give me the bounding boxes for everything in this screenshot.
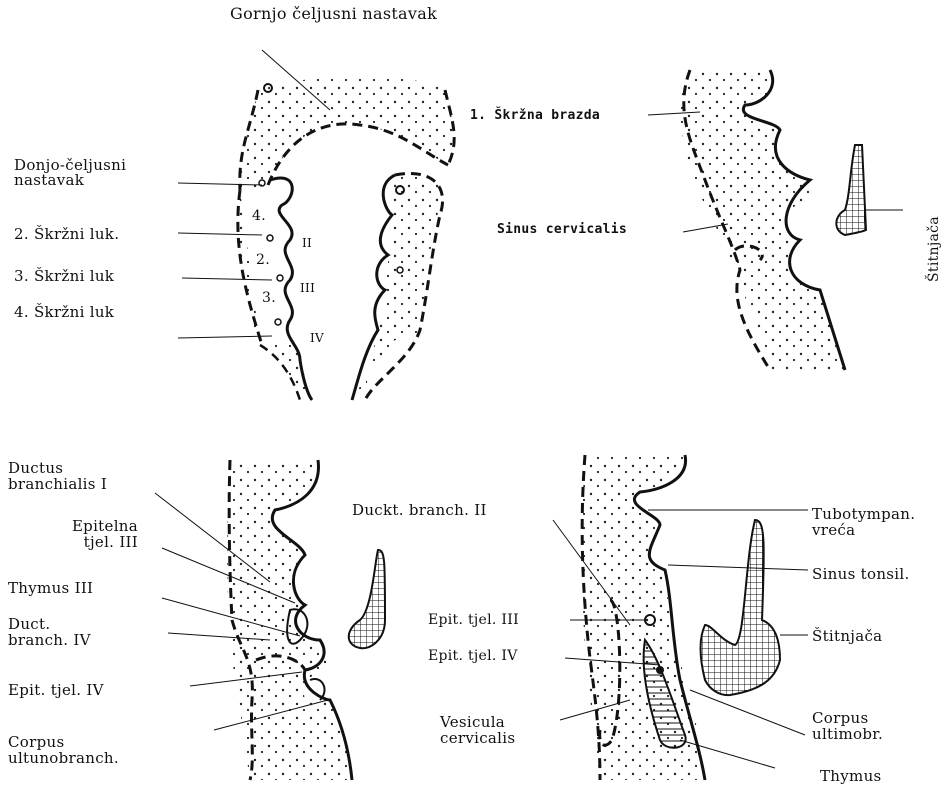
label-corpus-ultunobranch: Corpus ultunobranch.: [8, 734, 119, 766]
label-upper-jaw: Gornjo čeljusni nastavak: [230, 6, 437, 22]
label-arch-3: 3. Škržni luk: [14, 268, 114, 284]
thyroid-small-bottom-left: [349, 550, 385, 648]
arch-number-4: 4.: [252, 208, 266, 224]
label-tubotympan: Tubotympan. vreća: [812, 506, 915, 538]
label-corpus-ultimobr: Corpus ultimobr.: [812, 710, 883, 742]
label-ductus-branchialis-1: Ductus branchialis I: [8, 460, 107, 492]
thyroid-small-top: [836, 145, 866, 235]
label-duckt-branch-2: Duckt. branch. II: [352, 502, 487, 518]
label-sinus-cervicalis: Sinus cervicalis: [497, 222, 627, 238]
panel-bottom-right: [553, 455, 808, 780]
label-thyroid-top: Štitnjača: [926, 216, 942, 282]
label-vesicula-cervicalis: Vesicula cervicalis: [440, 714, 515, 746]
label-epit-tjel-4-right: Epit. tjel. IV: [428, 648, 518, 664]
label-arch-2: 2. Škržni luk.: [14, 226, 119, 242]
label-epit-tjel-4-left: Epit. tjel. IV: [8, 682, 104, 698]
label-epitelna-3: Epitelna tjel. III: [8, 518, 138, 550]
arch-roman-2: II: [302, 235, 312, 251]
label-lower-jaw: Donjo-čeljusni nastavak: [14, 158, 126, 188]
label-duct-branch-4: Duct. branch. IV: [8, 616, 91, 648]
upper-jaw-process: [240, 75, 454, 190]
label-thymus: Thymus: [820, 768, 882, 784]
label-epit-tjel-3: Epit. tjel. III: [428, 612, 519, 628]
label-arch-4: 4. Škržni luk: [14, 304, 114, 320]
arch-roman-4: IV: [310, 330, 324, 346]
label-thymus-3: Thymus III: [8, 580, 93, 596]
panel-top-right: [648, 70, 903, 370]
arch-number-2: 2.: [256, 252, 270, 268]
panel-top-left: [178, 50, 454, 400]
label-thyroid-bottom: Štitnjača: [812, 628, 882, 644]
label-branchial-groove: 1. Škržna brazda: [470, 108, 600, 124]
label-sinus-tonsil: Sinus tonsil.: [812, 566, 910, 582]
arch-roman-3: III: [300, 280, 315, 296]
thyroid-large: [700, 520, 780, 695]
panel-bottom-left: [155, 460, 385, 780]
arch-number-3: 3.: [262, 290, 276, 306]
